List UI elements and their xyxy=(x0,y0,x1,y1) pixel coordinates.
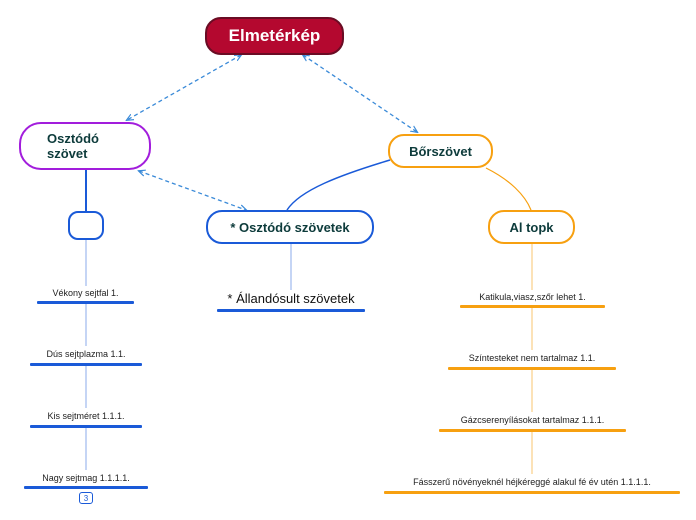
branch-osztodo-line2: szövet xyxy=(47,146,88,161)
leaf-left-1[interactable]: Vékony sejtfal 1. xyxy=(52,288,119,298)
subnode-osztodo-szovetek-label: * Osztódó szövetek xyxy=(230,219,350,235)
collapsed-count-badge[interactable]: 3 xyxy=(79,492,93,504)
leaf-right-2-underline xyxy=(448,367,616,370)
leaf-right-4[interactable]: Fásszerű növényeknél héjkéreggé alakul f… xyxy=(413,477,651,487)
leaf-middle-underline xyxy=(217,309,365,312)
branch-osztodo-szovet[interactable]: Osztódó szövet xyxy=(19,122,151,170)
leaf-left-3[interactable]: Kis sejtméret 1.1.1. xyxy=(47,411,125,421)
leaf-right-3[interactable]: Gázcserenyílásokat tartalmaz 1.1.1. xyxy=(460,415,605,425)
leaf-right-1[interactable]: Katikula,viasz,szőr lehet 1. xyxy=(479,292,586,302)
leaf-right-1-underline xyxy=(460,305,605,308)
relation-root-osztodo xyxy=(127,55,241,120)
root-label: Elmetérkép xyxy=(228,26,321,45)
subnode-al-topk-label: Al topk xyxy=(509,219,554,235)
leaf-left-3-underline xyxy=(30,425,142,428)
relation-osztodo-szovetek xyxy=(139,171,246,210)
branch-borszovet[interactable]: Bőrszövet xyxy=(388,134,493,168)
subnode-al-topk[interactable]: Al topk xyxy=(488,210,575,244)
subnode-osztodo-szovetek[interactable]: * Osztódó szövetek xyxy=(206,210,374,244)
leaf-left-2[interactable]: Dús sejtplazma 1.1. xyxy=(46,349,126,359)
leaf-left-1-underline xyxy=(37,301,134,304)
edge-borszovet-altopk xyxy=(485,167,532,211)
leaf-left-4-underline xyxy=(24,486,148,489)
leaf-left-2-underline xyxy=(30,363,142,366)
leaf-right-4-underline xyxy=(384,491,680,494)
edge-borszovet-osztodo-szovetek xyxy=(286,159,391,211)
relation-root-borszovet xyxy=(303,55,417,132)
subnode-empty[interactable] xyxy=(68,211,104,240)
leaf-left-4[interactable]: Nagy sejtmag 1.1.1.1. xyxy=(42,473,130,483)
leaf-middle[interactable]: * Állandósult szövetek xyxy=(227,291,355,306)
branch-osztodo-line1: Osztódó xyxy=(47,131,99,146)
leaf-right-3-underline xyxy=(439,429,626,432)
root-node[interactable]: Elmetérkép xyxy=(205,17,344,55)
branch-borszovet-label: Bőrszövet xyxy=(409,143,472,159)
leaf-right-2[interactable]: Színtesteket nem tartalmaz 1.1. xyxy=(468,353,596,363)
